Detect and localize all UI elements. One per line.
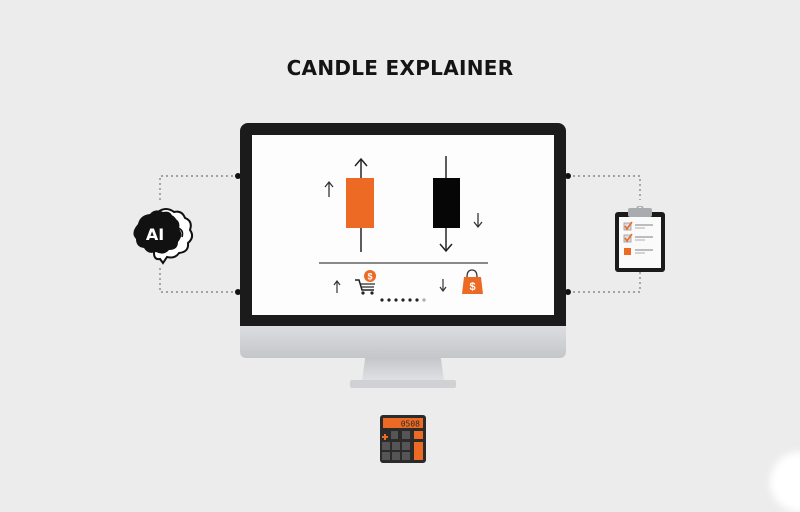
bearish-candle	[433, 156, 460, 253]
bullish-candle	[346, 157, 374, 252]
monitor-stand-foot	[350, 380, 456, 388]
pagination-dots[interactable]	[380, 298, 426, 302]
side-arrow-up-icon	[324, 180, 334, 197]
monitor-stand-neck	[362, 357, 444, 381]
arrow-up-icon	[333, 280, 341, 293]
svg-text:AI: AI	[146, 225, 164, 244]
arrow-down-icon	[439, 243, 453, 253]
monitor-screen	[252, 135, 554, 315]
monitor-chin	[240, 326, 566, 358]
shopping-bag-dollar-icon: $	[462, 269, 483, 294]
ai-brain-icon: AI	[133, 208, 194, 265]
svg-text:$: $	[367, 272, 372, 282]
svg-text:$: $	[469, 281, 475, 293]
calculator-icon: 0508	[380, 415, 426, 463]
clipboard-checklist-icon	[615, 206, 665, 272]
candlestick-illustration: $ $	[319, 156, 488, 302]
svg-text:0508: 0508	[401, 420, 420, 429]
arrow-down-icon	[439, 279, 447, 292]
side-arrow-down-icon	[473, 213, 483, 229]
shopping-cart-dollar-icon: $	[355, 270, 376, 295]
page-title: CANDLE EXPLAINER	[286, 56, 514, 80]
arrow-up-icon	[354, 157, 368, 167]
connector-lines	[159, 173, 641, 295]
